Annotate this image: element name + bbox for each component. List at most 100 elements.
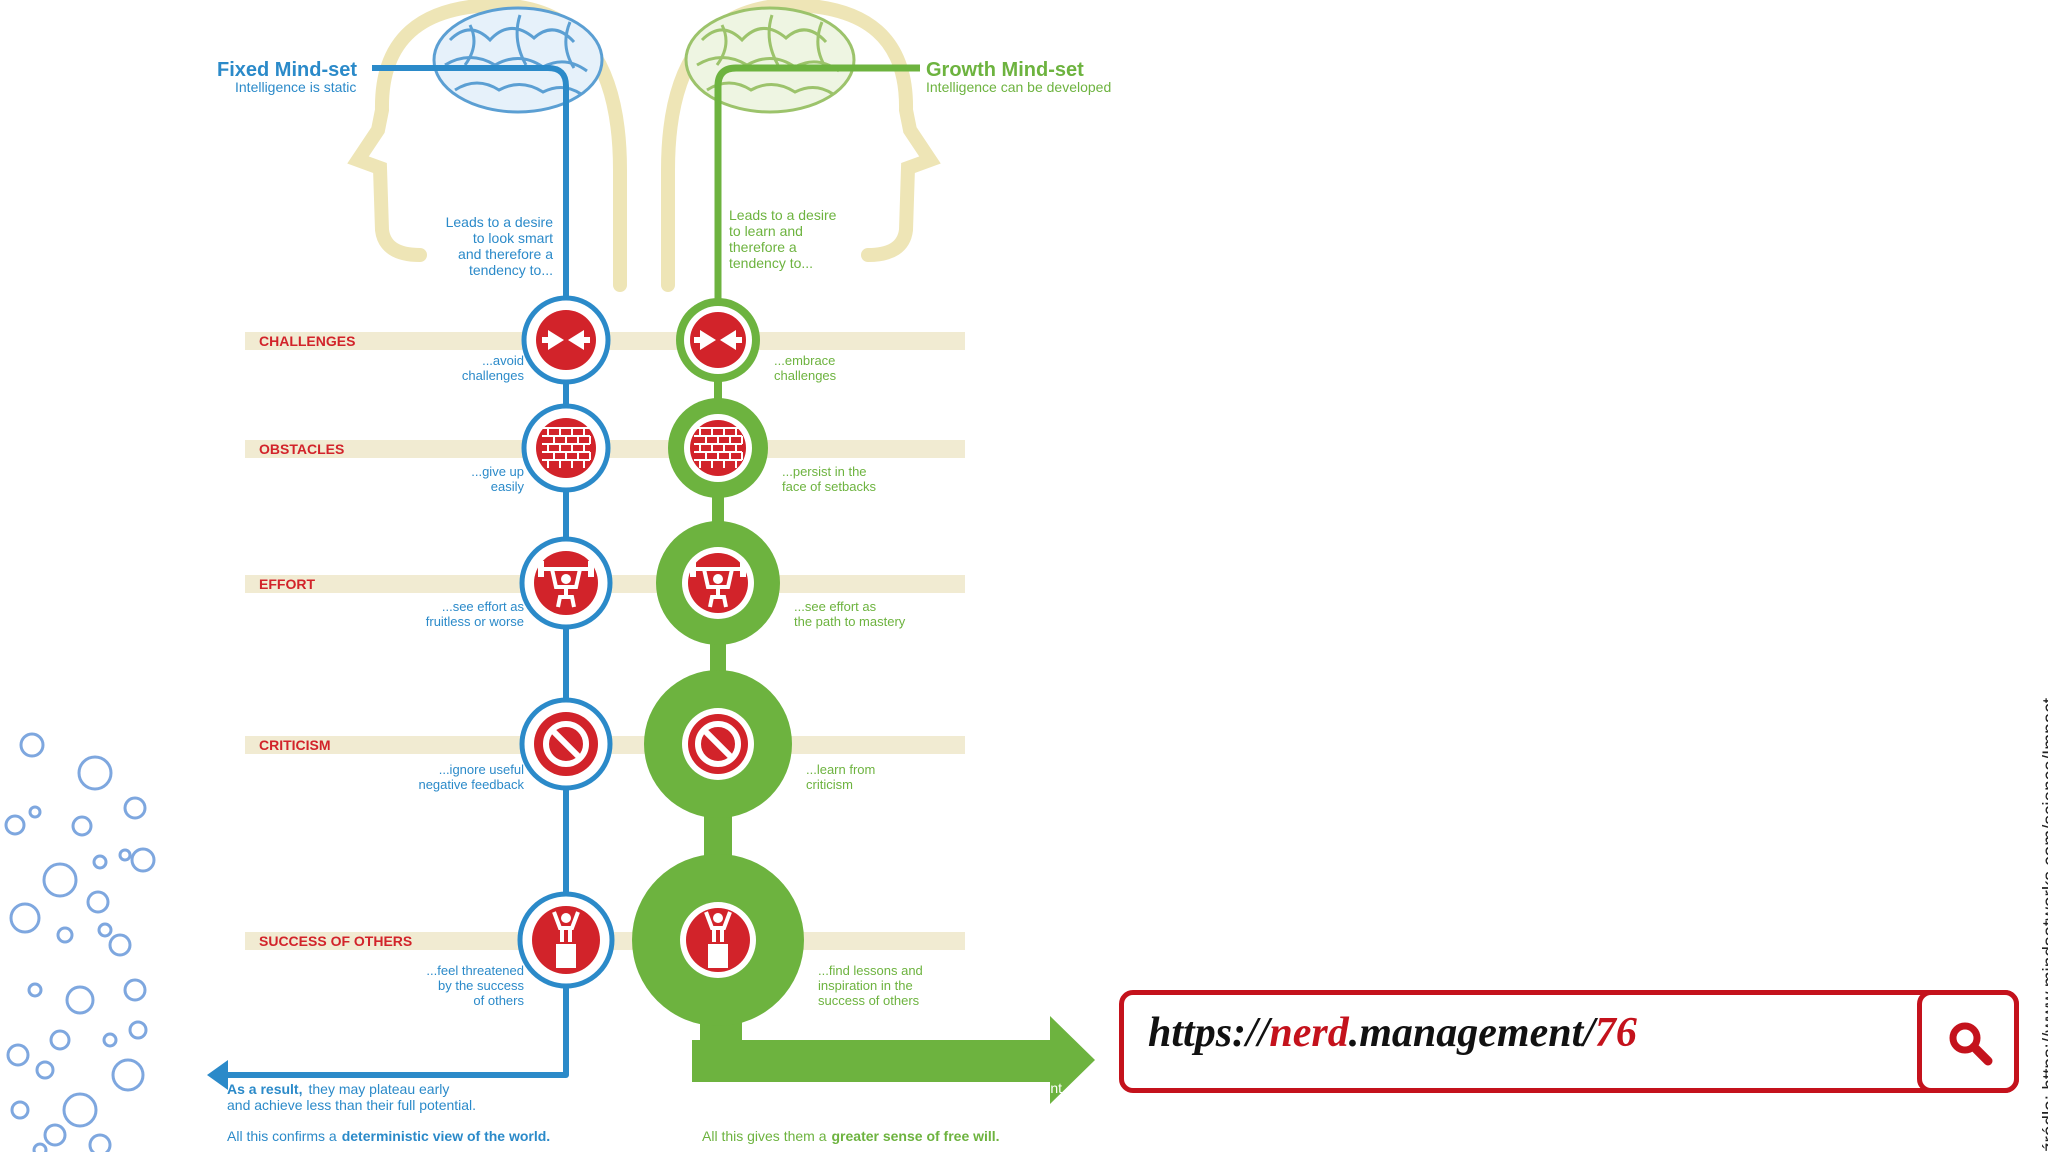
- podium-person-icon: [704, 911, 732, 968]
- fixed-outcome-text: by the success: [438, 978, 524, 993]
- fixed-outcome-text: easily: [491, 479, 525, 494]
- svg-text:tendency to...: tendency to...: [729, 255, 813, 271]
- svg-text:to look smart: to look smart: [473, 230, 553, 246]
- bubble: [62, 1092, 98, 1128]
- svg-text:Leads to a desire: Leads to a desire: [729, 207, 837, 223]
- no-entry-icon: [543, 721, 589, 767]
- fixed-outcome-text: ...see effort as: [442, 599, 525, 614]
- search-button[interactable]: [1917, 990, 2019, 1093]
- fixed-title: Fixed Mind-set: [217, 59, 357, 81]
- growth-node-fill: [690, 312, 746, 368]
- fixed-path-line: [218, 65, 569, 1078]
- bubble: [108, 933, 132, 957]
- growth-outcome-text: ...persist in the: [782, 464, 867, 479]
- fixed-outcome-text: ...avoid: [482, 353, 524, 368]
- growth-node-fill: [690, 420, 746, 476]
- growth-result-text: As a result,they reach ever-higher level…: [702, 1080, 1066, 1096]
- url-search-bar[interactable]: https://nerd.management/76: [1119, 990, 2019, 1093]
- growth-outcome-text: ...learn from: [806, 762, 875, 777]
- growth-path-line: [714, 64, 920, 320]
- fixed-result-line1: As a result,they may plateau early: [227, 1081, 449, 1097]
- bubble: [28, 805, 42, 819]
- bubble: [10, 1100, 30, 1120]
- svg-text:and therefore a: and therefore a: [458, 246, 553, 262]
- row-label: CHALLENGES: [259, 333, 355, 349]
- brick-wall-icon: [694, 427, 743, 468]
- fixed-intro-text: Leads to a desire to look smart and ther…: [446, 214, 554, 278]
- fixed-outcome-text: ...ignore useful: [439, 762, 524, 777]
- url-text[interactable]: https://nerd.management/76: [1148, 1010, 1637, 1056]
- bubble-decoration: [4, 732, 156, 1157]
- bubble: [35, 1060, 55, 1080]
- crossed-arrows-icon: [542, 330, 590, 350]
- bubble: [49, 1029, 71, 1051]
- fixed-outcome-text: ...give up: [471, 464, 524, 479]
- search-icon: [1949, 1022, 1993, 1066]
- fixed-outcome-text: challenges: [462, 368, 525, 383]
- svg-text:Leads to a desire: Leads to a desire: [446, 214, 554, 230]
- growth-result-arrow: [692, 1016, 1095, 1104]
- growth-outcome-text: the path to mastery: [794, 614, 906, 629]
- fixed-node-fill: [536, 310, 596, 370]
- fixed-node-fill: [536, 418, 596, 478]
- bubble: [56, 926, 74, 944]
- svg-text:to learn and: to learn and: [729, 223, 803, 239]
- bubble: [130, 847, 156, 873]
- bubble: [97, 922, 113, 938]
- bubble: [111, 1058, 145, 1092]
- fixed-outcome-text: fruitless or worse: [426, 614, 524, 629]
- row-label: OBSTACLES: [259, 441, 344, 457]
- podium-person-icon: [552, 911, 580, 968]
- growth-outcome-text: face of setbacks: [782, 479, 876, 494]
- weightlifter-icon: [538, 561, 594, 608]
- bubble: [65, 985, 95, 1015]
- growth-outcome-text: challenges: [774, 368, 837, 383]
- growth-node-fill: [686, 908, 750, 972]
- growth-outcome-text: success of others: [818, 993, 920, 1008]
- row-label: CRITICISM: [259, 737, 331, 753]
- bubble: [43, 1123, 67, 1147]
- growth-outcome-text: ...see effort as: [794, 599, 877, 614]
- fixed-outcome-text: of others: [473, 993, 524, 1008]
- growth-outcome-text: ...embrace: [774, 353, 835, 368]
- bubble: [9, 902, 41, 934]
- fixed-outcome-text: negative feedback: [418, 777, 524, 792]
- growth-outcome-text: ...find lessons and: [818, 963, 923, 978]
- bubble: [92, 854, 108, 870]
- fixed-result-arrowhead: [207, 1060, 228, 1090]
- bubble: [6, 1043, 30, 1067]
- growth-subtitle: Intelligence can be developed: [926, 79, 1111, 95]
- growth-title: Growth Mind-set: [926, 59, 1084, 81]
- no-entry-icon: [695, 721, 741, 767]
- green-brain-icon: [684, 6, 856, 114]
- fixed-result-line2: and achieve less than their full potenti…: [227, 1097, 476, 1113]
- blue-brain-icon: [432, 6, 604, 114]
- source-credit: źródło: https://www.mindsetworks.com/sci…: [2040, 697, 2048, 1152]
- row-bands: [245, 332, 965, 950]
- svg-text:therefore a: therefore a: [729, 239, 797, 255]
- bubble: [88, 1133, 112, 1157]
- bubble: [27, 982, 43, 998]
- svg-text:tendency to...: tendency to...: [469, 262, 553, 278]
- mindset-rows: CHALLENGES...avoidchallenges...embracech…: [259, 295, 923, 1026]
- growth-outcome-text: criticism: [806, 777, 853, 792]
- brick-wall-icon: [542, 427, 591, 468]
- bubble: [71, 815, 93, 837]
- bubble: [128, 1020, 148, 1040]
- growth-intro-text: Leads to a desire to learn and therefore…: [729, 207, 837, 271]
- weightlifter-icon: [690, 561, 746, 608]
- bubble: [123, 796, 147, 820]
- crossed-arrows-icon: [694, 330, 742, 350]
- bubble: [118, 848, 132, 862]
- bubble: [86, 890, 110, 914]
- bubble: [42, 862, 78, 898]
- bubble: [77, 755, 113, 791]
- row-label: EFFORT: [259, 576, 315, 592]
- growth-outcome-text: inspiration in the: [818, 978, 913, 993]
- bubble: [32, 1142, 48, 1157]
- fixed-outcome-text: ...feel threatened: [426, 963, 524, 978]
- bubble: [4, 814, 26, 836]
